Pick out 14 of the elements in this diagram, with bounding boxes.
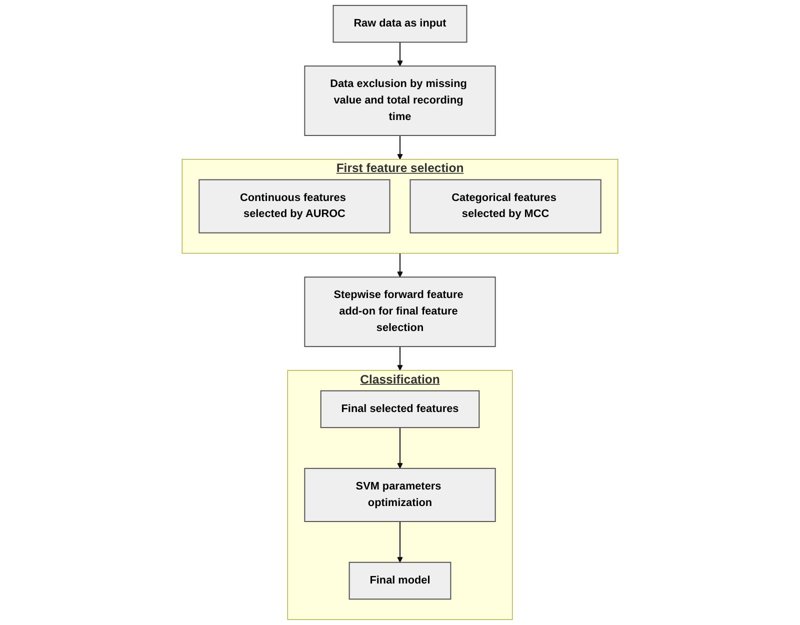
node-box: Categorical features selected by MCC — [410, 179, 602, 234]
arrow — [397, 346, 403, 371]
arrow — [397, 428, 403, 469]
arrow — [397, 135, 403, 160]
node-box: SVM parameters optimization — [304, 468, 496, 522]
node-box: Stepwise forward feature add-on for final feature selection — [304, 276, 496, 348]
arrow — [397, 522, 403, 563]
node-box: Final selected features — [320, 390, 480, 428]
node-box: Raw data as input — [332, 4, 468, 43]
node-box: Data exclusion by missing value and total recording time — [304, 66, 496, 136]
node-box: Final model — [348, 562, 452, 600]
arrow — [397, 42, 403, 66]
arrow — [397, 253, 403, 278]
node-box: Continuous features selected by AUROC — [198, 179, 390, 234]
